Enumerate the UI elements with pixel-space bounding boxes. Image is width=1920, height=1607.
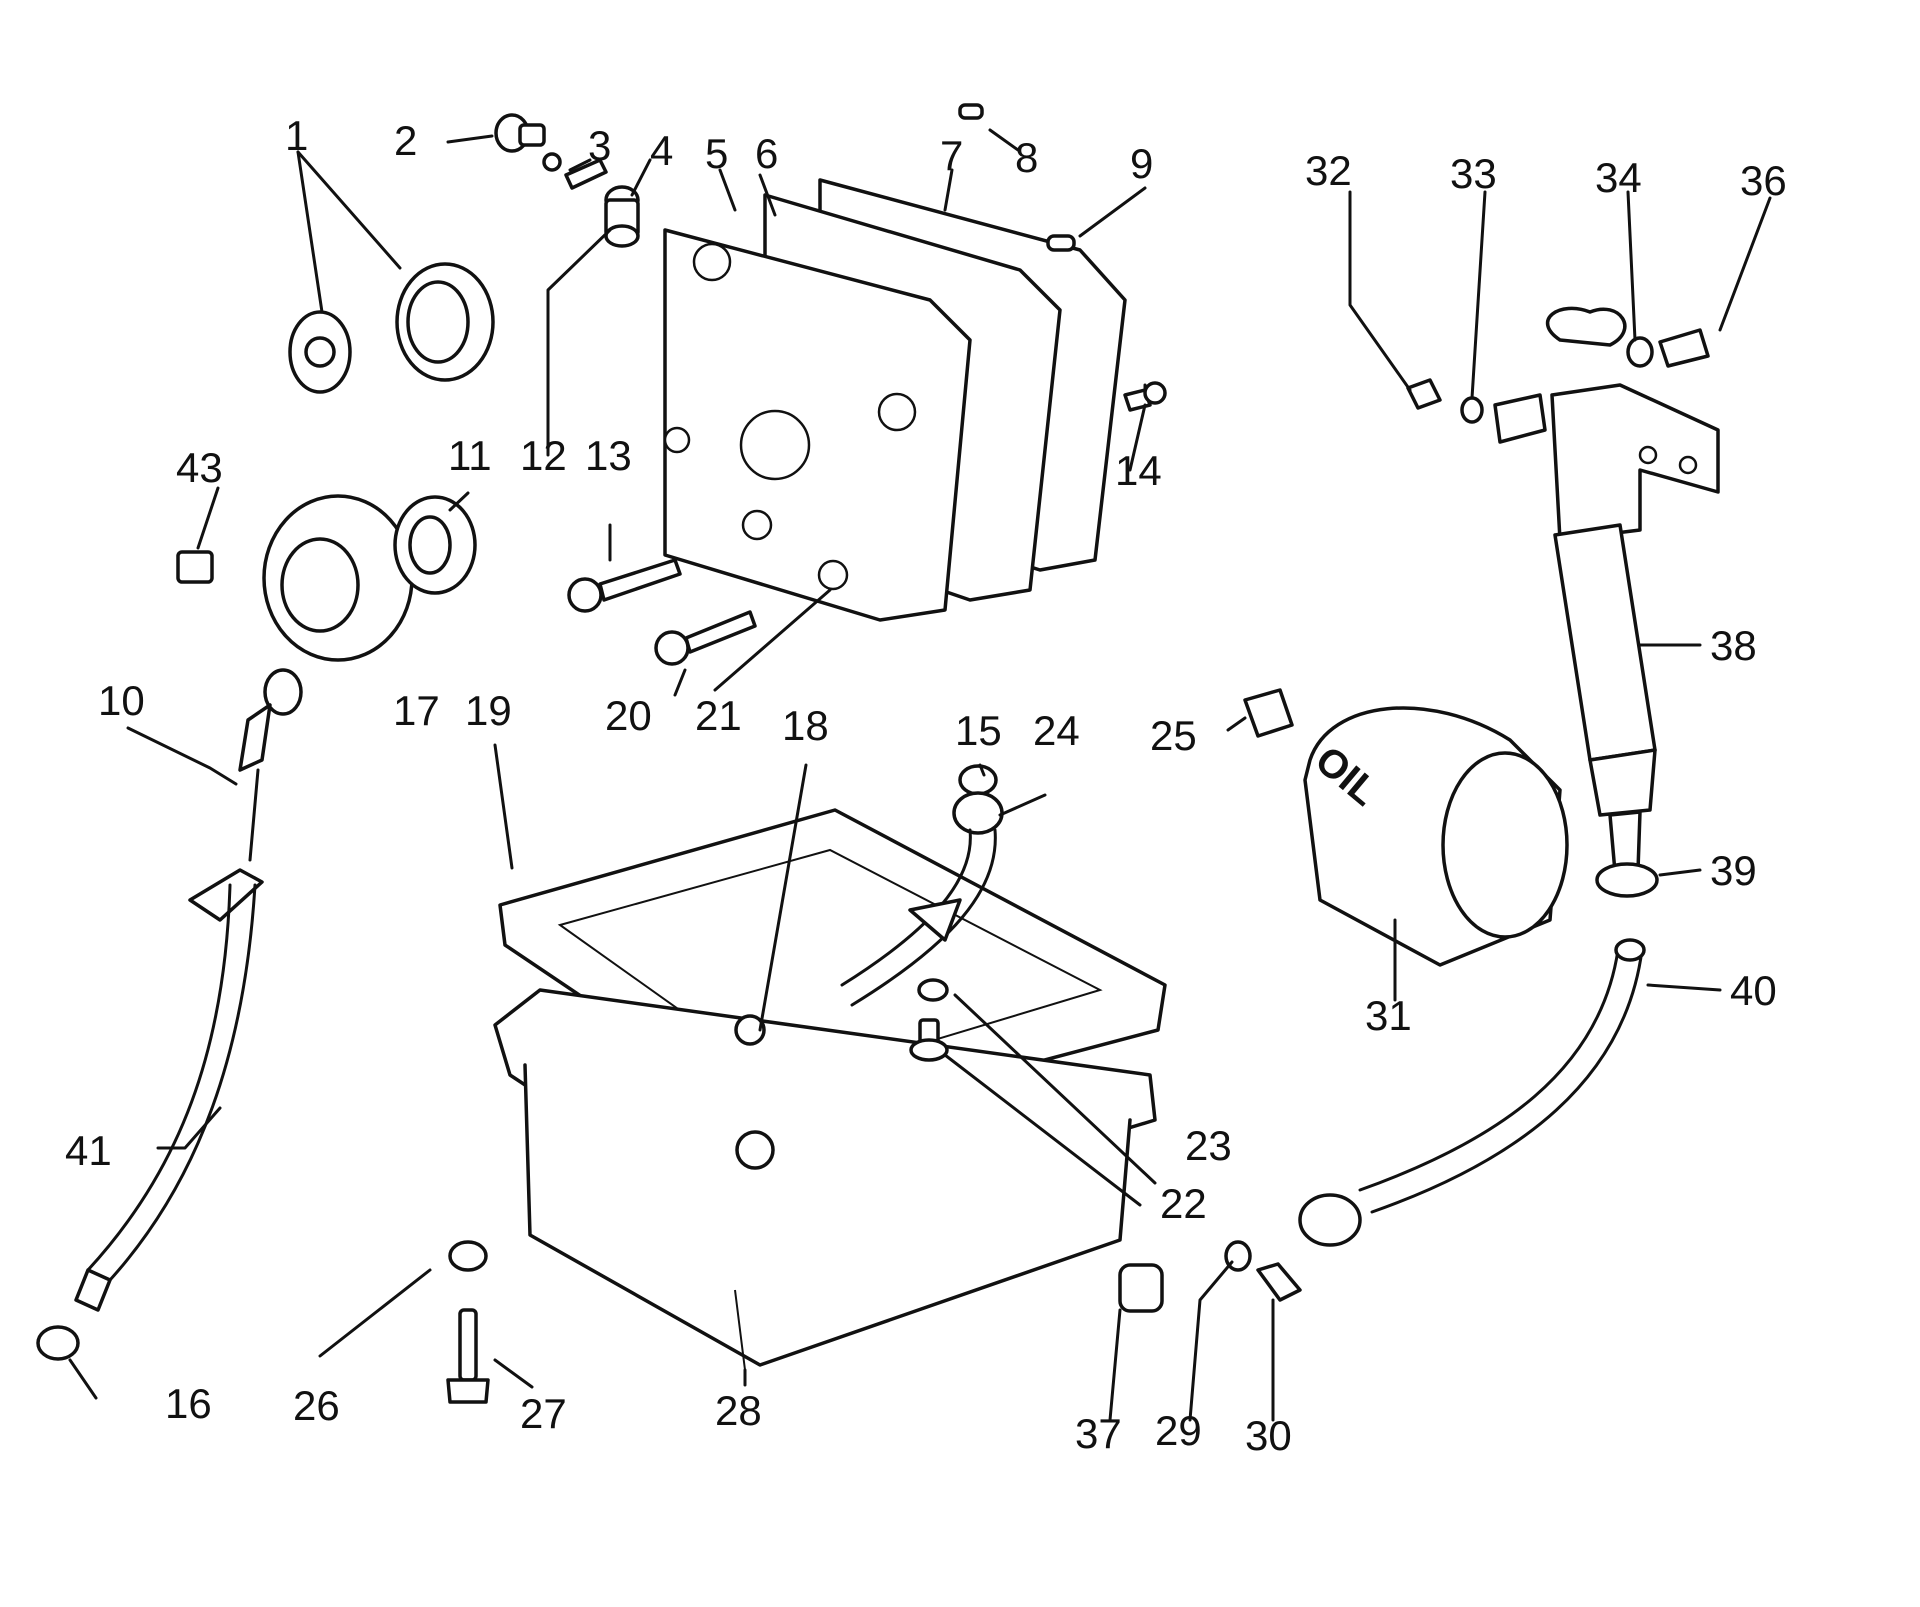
callout-1: 1 (285, 112, 308, 159)
part-oil-pump-gears (288, 262, 495, 394)
callout-18: 18 (782, 702, 829, 749)
part-hardware (446, 1240, 1302, 1404)
part-oil-pan (493, 988, 1164, 1371)
callout-43: 43 (176, 444, 223, 491)
callout-14: 14 (1115, 447, 1162, 494)
callout-17: 17 (393, 687, 440, 734)
callout-36: 36 (1740, 157, 1787, 204)
callout-27: 27 (520, 1390, 567, 1437)
callout-10: 10 (98, 677, 145, 724)
part-screws (567, 381, 1167, 666)
part-key (176, 550, 214, 584)
callout-9: 9 (1130, 140, 1153, 187)
callout-28: 28 (715, 1387, 762, 1434)
callout-6: 6 (755, 130, 778, 177)
callout-24: 24 (1033, 707, 1080, 754)
leader-lines (68, 128, 1772, 1422)
part-dipstick (36, 668, 303, 1361)
callout-39: 39 (1710, 847, 1757, 894)
callout-5: 5 (705, 130, 728, 177)
callout-3: 3 (588, 122, 611, 169)
callout-37: 37 (1075, 1410, 1122, 1457)
callout-4: 4 (650, 127, 673, 174)
callout-19: 19 (465, 687, 512, 734)
part-hose (1298, 938, 1646, 1247)
callout-7: 7 (940, 132, 963, 179)
callout-26: 26 (293, 1382, 340, 1429)
part-oil-filter: OIL (1243, 688, 1569, 967)
callout-41: 41 (65, 1127, 112, 1174)
callout-12: 12 (520, 432, 567, 479)
callout-15: 15 (955, 707, 1002, 754)
callout-34: 34 (1595, 154, 1642, 201)
callout-38: 38 (1710, 622, 1757, 669)
part-dowels (958, 103, 1076, 252)
callout-16: 16 (165, 1380, 212, 1427)
callout-31: 31 (1365, 992, 1412, 1039)
part-sump-pump (1406, 306, 1720, 898)
callout-2: 2 (394, 117, 417, 164)
part-pickup-tube (840, 764, 1004, 1007)
callout-13: 13 (585, 432, 632, 479)
part-pump-housing (663, 178, 1127, 622)
callout-20: 20 (605, 692, 652, 739)
callout-33: 33 (1450, 150, 1497, 197)
part-relief-valve (494, 113, 640, 248)
part-drain-bolt (909, 978, 949, 1062)
callout-30: 30 (1245, 1412, 1292, 1459)
callout-22: 22 (1160, 1180, 1207, 1227)
callout-11: 11 (448, 432, 492, 479)
part-drive-gear (262, 494, 477, 662)
callout-8: 8 (1015, 134, 1038, 181)
callout-29: 29 (1155, 1407, 1202, 1454)
callout-40: 40 (1730, 967, 1777, 1014)
callout-21: 21 (695, 692, 742, 739)
callouts: 1 2 3 4 5 6 7 8 9 10 11 12 13 14 15 16 1… (65, 112, 1787, 1459)
callout-32: 32 (1305, 147, 1352, 194)
callout-25: 25 (1150, 712, 1197, 759)
callout-23: 23 (1185, 1122, 1232, 1169)
